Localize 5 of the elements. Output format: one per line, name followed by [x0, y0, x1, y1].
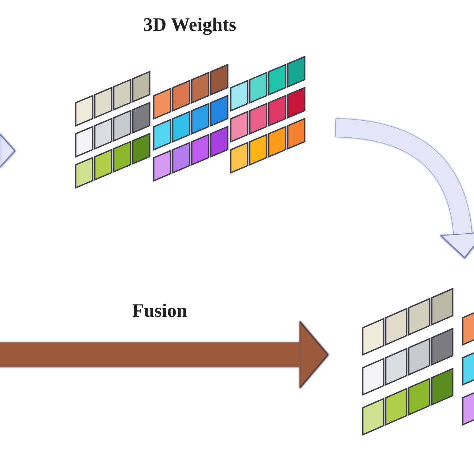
block-arrow — [0, 134, 16, 168]
block-arrow — [336, 118, 474, 258]
heading: 3D Weights — [142, 15, 238, 37]
block-arrow — [0, 321, 329, 389]
edge-label: Fusion — [132, 301, 188, 323]
